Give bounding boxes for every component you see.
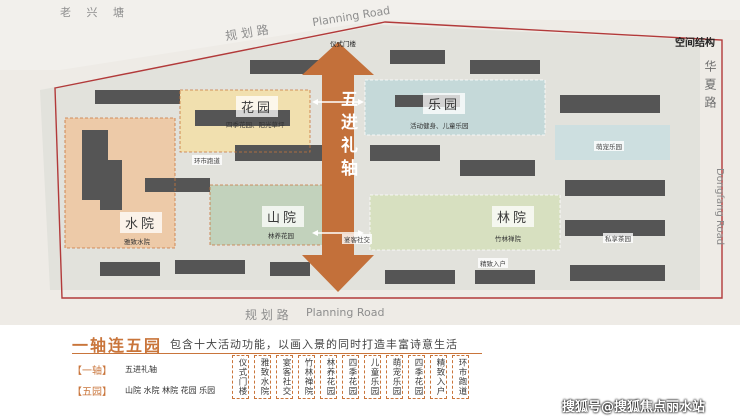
legend-title: 一轴连五园 [72,336,163,355]
axis-row-text: 五进礼轴 [125,365,157,374]
gate-tag: 仪式门楼 [330,40,356,48]
tag-banquet: 宴客社交 [342,234,372,244]
axis-row-label: 【一轴】 [72,366,112,377]
axis-label: 五进礼轴 [337,90,357,182]
zone-title-play: 乐园 [423,93,466,114]
activity-item: 竹林禅院 [298,355,315,399]
zone-sub-flower: 四季花园、阳光草坪 [226,121,285,129]
legend-panel [0,325,740,420]
activity-item: 宴客社交 [276,355,293,399]
zone-title-water: 水院 [120,212,163,233]
parks-row-label: 【五园】 [72,387,112,398]
bottom-road-en: Planning Road [306,306,385,319]
site-plan: 老 兴 塘 规 划 路 Planning Road 规 划 路 Planning… [40,3,725,322]
activity-item: 林养花园 [320,355,337,399]
activity-item: 四季花园 [342,355,359,399]
bottom-road-cn: 规 划 路 [245,308,289,322]
zone-sub-mountain: 林养花园 [268,232,294,240]
tag-running-path: 环市跑道 [192,155,222,165]
tag-entrance: 精致入户 [478,258,508,268]
zone-title-forest: 林院 [492,206,535,227]
legend-divider [72,353,482,354]
activity-item: 仪式门楼 [232,355,249,399]
watermark: 搜狐号@搜狐焦点丽水站 [562,400,706,415]
parks-row-text: 山院 水院 林院 花园 乐园 [125,386,216,395]
tag-pet-park: 萌宠乐园 [594,141,624,151]
activity-item: 儿童乐园 [364,355,381,399]
right-road-cn: 华夏路 [703,60,717,114]
zone-title-mountain: 山院 [262,206,305,227]
right-road-en: Dongfang Road [714,168,725,246]
top-left-road-label: 老 兴 塘 [60,6,130,19]
activity-item: 精致入户 [430,355,447,399]
central-axis-arrow [302,42,374,292]
zone-sub-water: 雅致水院 [124,238,150,246]
activity-item: 环市跑道 [452,355,469,399]
zone-sub-play: 活动健身、儿童乐园 [410,122,469,130]
activity-item: 雅致水院 [254,355,271,399]
zone-sub-forest: 竹林禅院 [495,235,521,243]
section-title: 空间结构 [675,38,715,49]
site-plan-graphic [40,21,723,299]
activity-item: 四季花园 [408,355,425,399]
legend-desc: 包含十大活动功能，以画入景的同时打造丰富诗意生活 [170,338,458,351]
activity-item: 萌宠乐园 [386,355,403,399]
zone-title-flower: 花园 [236,96,279,117]
tag-tea-garden: 私享茶园 [603,233,633,243]
